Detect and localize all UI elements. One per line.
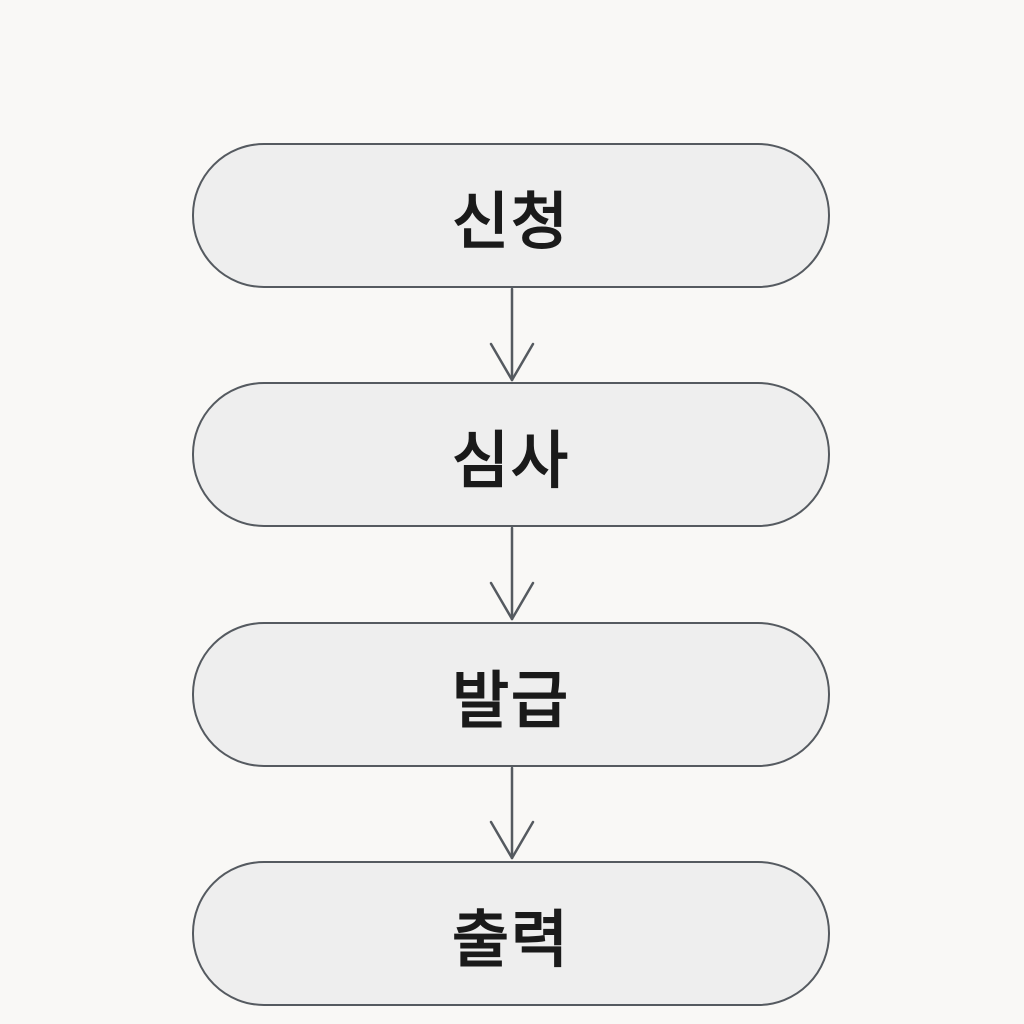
step-review-box: 심사: [192, 382, 830, 527]
arrow-step1-to-step2: [489, 287, 535, 382]
step-apply-label: 신청: [451, 184, 571, 258]
step-print-box: 출력: [192, 861, 830, 1006]
step-print-label: 출력: [451, 902, 571, 976]
step-apply-box: 신청: [192, 143, 830, 288]
arrow-step2-to-step3: [489, 526, 535, 621]
step-issue-label: 발급: [451, 663, 571, 737]
step-review-label: 심사: [451, 423, 571, 497]
step-issue-box: 발급: [192, 622, 830, 767]
arrow-step3-to-step4: [489, 766, 535, 860]
